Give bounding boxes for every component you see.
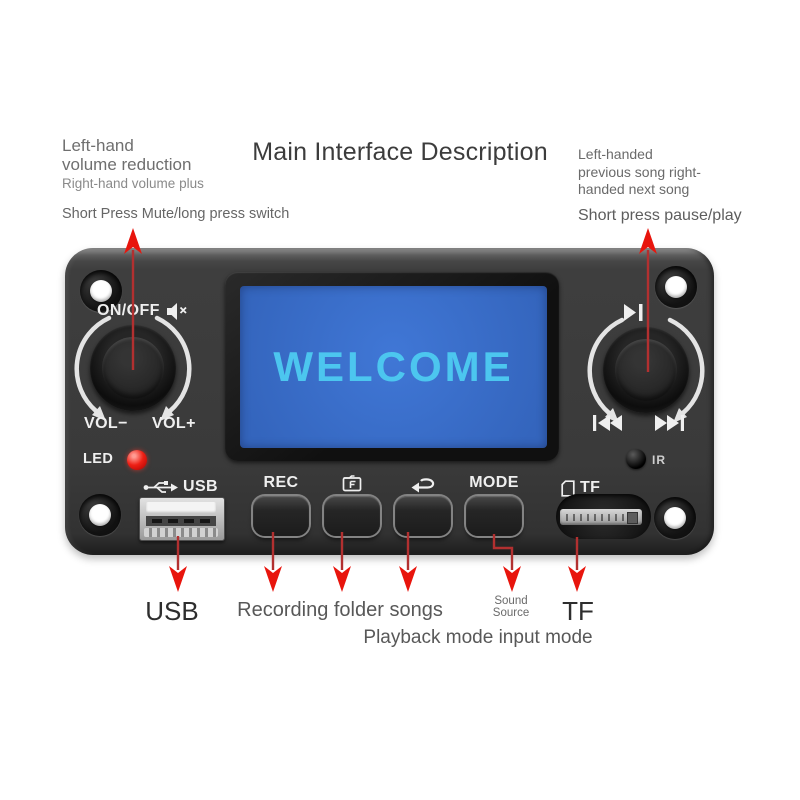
usb-port-tongue [146,502,216,514]
annotation-track-line3: handed next song [578,181,690,197]
decoder-board: WELCOME ON/OFF VOL− VOL+ LED [65,248,714,555]
sound-source-caption: Sound Source [492,595,530,619]
folder-button[interactable] [324,496,380,536]
rec-button[interactable] [253,496,309,536]
rotate-cw-arc-icon [154,315,192,414]
annotation-arrow-tf [568,537,586,592]
tf-card-slot[interactable] [556,494,651,539]
previous-track-icon [593,415,622,431]
annotation-arrow-track-knob [639,228,657,372]
tf-slot-caption: TF [562,596,594,626]
usb-label: USB [183,478,218,495]
annotation-volume-line1: Left-hand [62,136,134,155]
tf-slot-opening [560,509,642,525]
rotate-ccw-arc-icon [74,315,112,414]
recording-folder-caption: Recording folder songs [237,599,443,621]
loop-arrow-icon [411,478,435,493]
play-pause-icon [624,304,643,321]
annotation-mute-note: Short Press Mute/long press switch [62,206,290,222]
annotation-arrow-mode-sound-source [492,534,521,592]
power-label-row: ON/OFF [97,302,188,320]
led-label: LED [83,451,114,467]
annotation-top-left: Left-hand volume reduction Right-hand vo… [62,136,204,192]
mode-button[interactable] [466,496,522,536]
usb-label-row: USB [143,478,218,496]
folder-icon [342,475,362,492]
annotation-arrow-folder [333,532,351,592]
annotation-track-line2: previous song right- [578,163,701,180]
mode-label: MODE [469,474,519,491]
annotation-track-line1: Left-handed [578,146,653,162]
annotation-top-right: Left-handed previous song right- handed … [578,146,701,199]
next-track-icon [655,415,684,431]
usb-port-caption: USB [145,596,199,626]
lcd-welcome-text: WELCOME [273,343,514,390]
mute-speaker-icon [166,302,187,320]
led-indicator [127,450,147,470]
usb-port-contacts [146,516,216,526]
rotate-cw-arc-icon [667,317,705,416]
vol-plus-label: VOL+ [152,415,196,432]
tf-label: TF [580,479,601,496]
sound-source-line1: Sound [494,595,528,607]
annotation-pause-note: Short press pause/play [578,207,742,224]
screw-hole-bottom-right [654,497,696,539]
loop-button[interactable] [395,496,451,536]
rotate-ccw-arc-icon [587,317,625,416]
vol-minus-label: VOL− [84,415,128,432]
annotation-arrow-rec [264,532,282,592]
playback-mode-caption: Playback mode input mode [363,627,593,648]
ir-label: IR [652,453,666,467]
page-title: Main Interface Description [252,138,548,166]
track-knob[interactable] [603,327,689,413]
sound-source-line2: Source [492,606,530,619]
track-knob-cap[interactable] [615,339,677,401]
ir-receiver [626,449,646,469]
annotation-volume-subline: Right-hand volume plus [62,176,204,191]
volume-knob-rotation-arrows [74,315,192,421]
annotation-arrow-volume-knob [124,228,142,370]
screw-hole-bottom-left [79,494,121,536]
rec-label: REC [263,474,299,491]
annotation-arrow-loop [399,532,417,592]
annotation-volume-line2: volume reduction [62,155,192,174]
lcd-screen: WELCOME [240,286,547,448]
power-label: ON/OFF [97,302,160,319]
screw-hole-top-left [80,270,122,312]
usb-port-shield [144,528,218,537]
usb-port[interactable] [139,497,225,541]
usb-trident-icon [143,481,178,493]
track-knob-rotation-arrows [587,317,705,423]
screw-hole-top-right [655,266,697,308]
annotation-arrow-usb [169,536,187,592]
